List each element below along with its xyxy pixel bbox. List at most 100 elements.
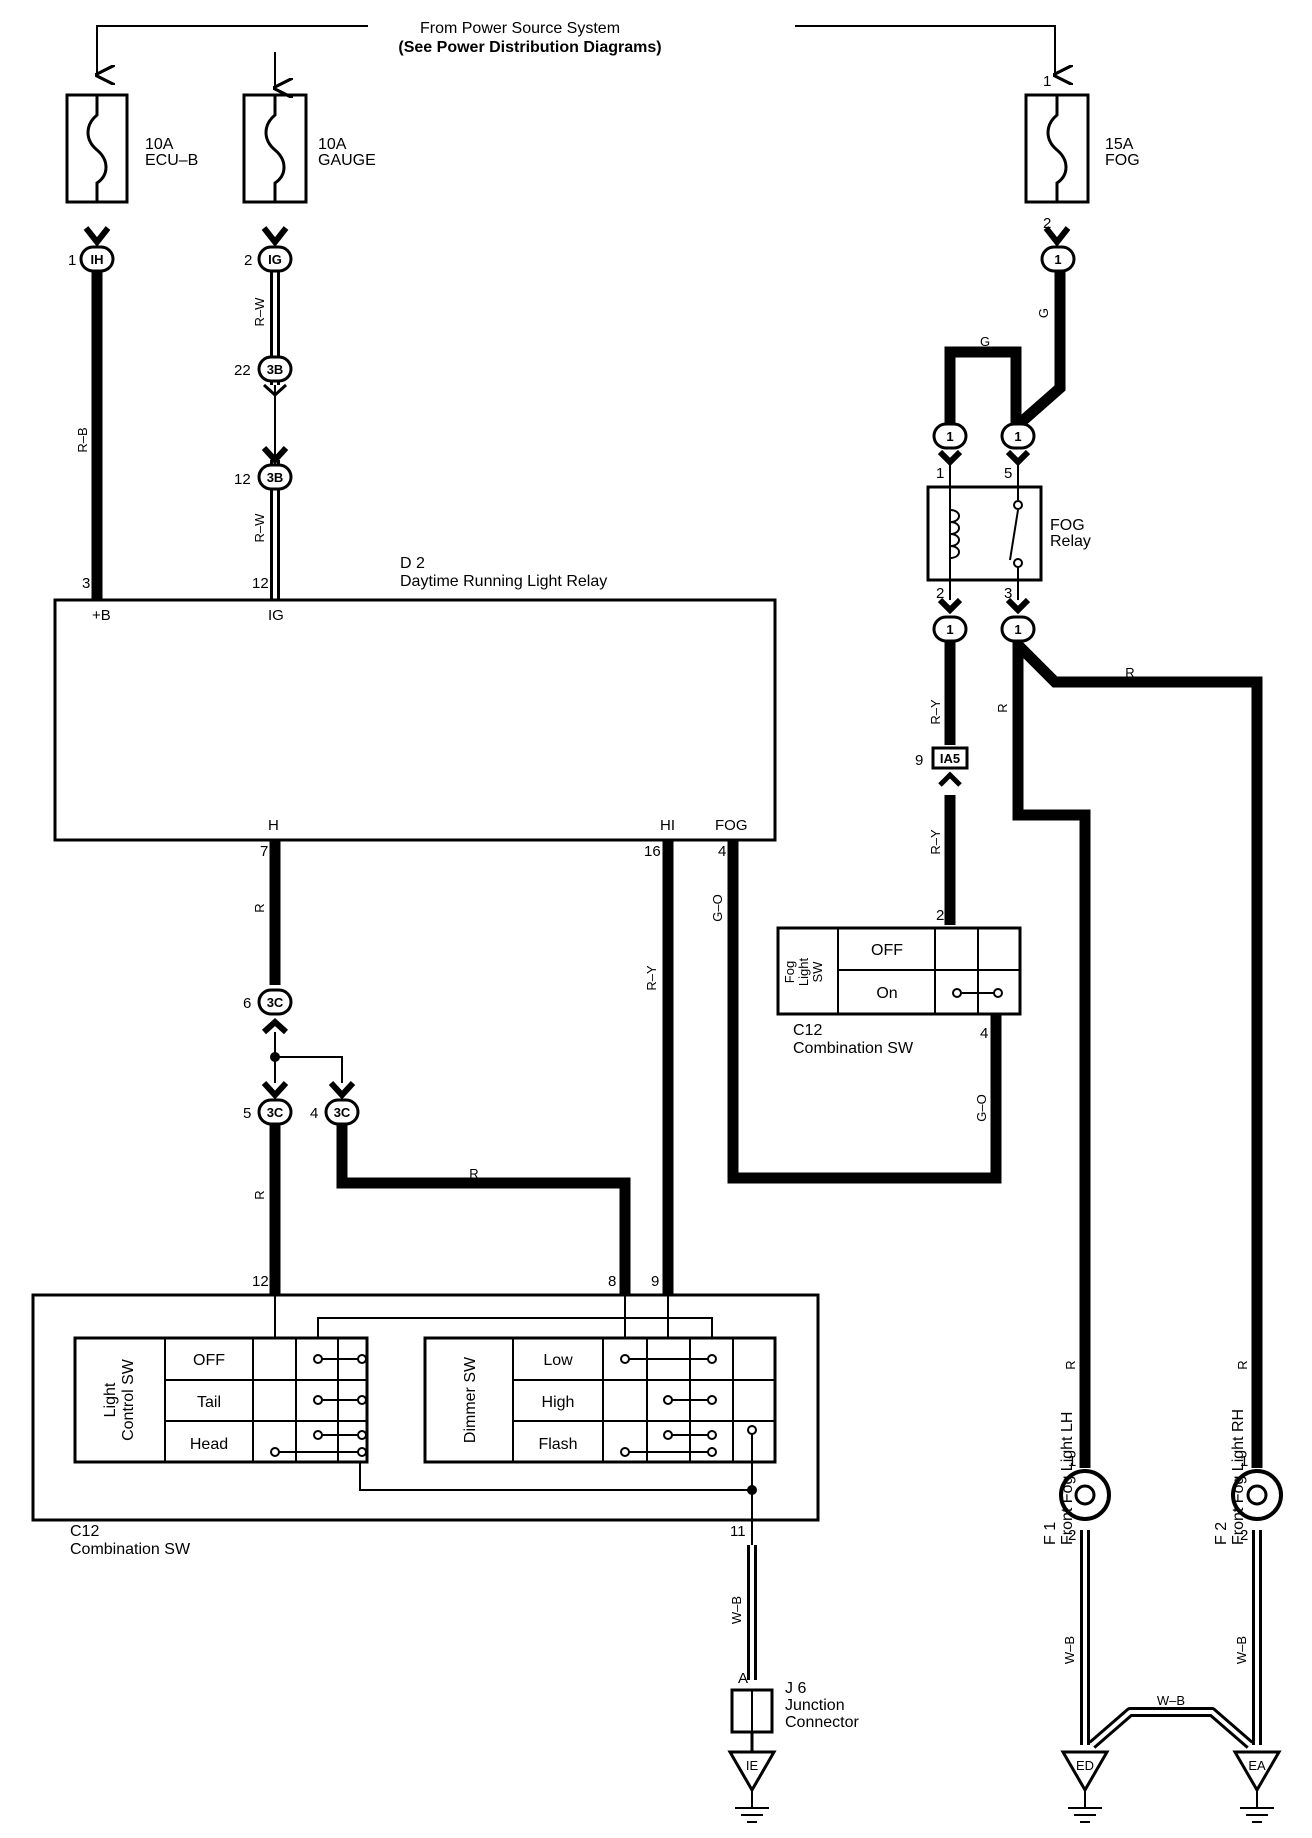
svg-text:A: A — [738, 1670, 748, 1687]
svg-text:1: 1 — [1054, 252, 1061, 267]
svg-text:3B: 3B — [267, 362, 284, 377]
svg-text:4: 4 — [718, 843, 726, 860]
header-line2: (See Power Distribution Diagrams) — [398, 39, 661, 56]
svg-text:Front Fog Light LH: Front Fog Light LH — [1059, 1412, 1076, 1545]
connector-ia5: IA5 9 — [915, 746, 969, 787]
svg-text:1: 1 — [1240, 1453, 1248, 1470]
svg-text:R: R — [252, 1190, 267, 1199]
svg-text:R–Y: R–Y — [928, 829, 943, 855]
svg-text:IE: IE — [746, 1758, 759, 1773]
svg-text:12: 12 — [252, 575, 269, 592]
svg-text:Front Fog Light RH: Front Fog Light RH — [1230, 1409, 1247, 1545]
fog-light-switch: Fog Light SW OFF On 2 4 C12 Combination … — [776, 907, 1022, 1057]
svg-text:8: 8 — [608, 1273, 616, 1290]
svg-text:W–B: W–B — [1157, 1693, 1185, 1708]
dimmer-sw-high: High — [542, 1394, 575, 1411]
svg-text:3C: 3C — [267, 1105, 284, 1120]
svg-text:22: 22 — [234, 362, 251, 379]
fuse-gauge-rating: 10A — [318, 136, 347, 153]
fuse-fog: 15A FOG 1 2 — [1024, 73, 1140, 232]
connector-3c-6: 3C 6 — [243, 988, 293, 1035]
combo-sw-id: C12 — [70, 1523, 99, 1540]
connector-3c-5: 3C 5 — [243, 1080, 293, 1126]
svg-text:6: 6 — [243, 995, 251, 1012]
svg-text:2: 2 — [936, 907, 944, 924]
thin-wire-3b — [268, 385, 282, 460]
d2-daytime-running-light-relay: D 2 Daytime Running Light Relay 3 +B 12 … — [53, 555, 777, 860]
svg-text:G–O: G–O — [974, 1094, 989, 1121]
splice-3c — [270, 1032, 343, 1083]
svg-text:IG: IG — [268, 607, 284, 624]
connector-3c-4: 3C 4 — [310, 1080, 360, 1126]
j6-junction-connector: A J 6 Junction Connector — [730, 1670, 859, 1752]
svg-text:12: 12 — [252, 1273, 269, 1290]
svg-text:W–B: W–B — [1234, 1636, 1249, 1664]
svg-text:3: 3 — [82, 575, 90, 592]
power-source-header: From Power Source System (See Power Dist… — [398, 20, 661, 56]
svg-text:1: 1 — [1068, 1453, 1076, 1470]
svg-text:2: 2 — [1068, 1527, 1076, 1544]
svg-text:2: 2 — [244, 252, 252, 269]
connector-relay-in-1: 1 — [932, 422, 968, 467]
svg-text:R: R — [995, 703, 1010, 712]
connector-ih: IH 1 — [68, 226, 115, 273]
fuse-gauge: 10A GAUGE — [242, 93, 376, 204]
combination-switch: Light Control SW OFF Tail Head Dimmer SW… — [31, 1273, 820, 1558]
svg-text:SW: SW — [810, 961, 825, 983]
svg-text:5: 5 — [243, 1105, 251, 1122]
fuse-fog-pin2: 2 — [1043, 215, 1051, 232]
ground-ie: IE — [727, 1750, 777, 1823]
svg-text:R–Y: R–Y — [644, 965, 659, 991]
svg-text:R: R — [1235, 1360, 1250, 1369]
svg-text:IA5: IA5 — [940, 751, 960, 766]
thick-wires — [91, 272, 1263, 1468]
svg-text:9: 9 — [915, 752, 923, 769]
svg-text:G: G — [980, 334, 990, 349]
svg-text:1: 1 — [946, 429, 953, 444]
svg-text:5: 5 — [1004, 465, 1012, 482]
fuse-gauge-name: GAUGE — [318, 152, 376, 169]
svg-text:2: 2 — [936, 585, 944, 602]
svg-text:11: 11 — [730, 1523, 746, 1540]
svg-text:3C: 3C — [267, 995, 284, 1010]
double-wires-wb — [747, 1530, 1262, 1749]
combo-sw-name: Combination SW — [70, 1541, 191, 1558]
svg-text:ED: ED — [1076, 1758, 1094, 1773]
svg-text:EA: EA — [1248, 1758, 1266, 1773]
svg-text:IH: IH — [91, 252, 104, 267]
svg-text:J 6: J 6 — [785, 1680, 806, 1697]
svg-text:3: 3 — [1004, 585, 1012, 602]
connector-fog-fuse-out: 1 — [1040, 226, 1076, 273]
front-fog-light-lh: 1 2 F 1 Front Fog Light LH — [1042, 1412, 1111, 1545]
svg-text:Light: Light — [796, 958, 811, 987]
svg-text:Fog: Fog — [782, 961, 797, 983]
svg-text:G: G — [1036, 308, 1051, 318]
svg-text:G–O: G–O — [710, 894, 725, 921]
connector-ig: IG 2 — [244, 226, 293, 273]
svg-text:HI: HI — [660, 817, 675, 834]
svg-text:3B: 3B — [267, 470, 284, 485]
svg-text:W–B: W–B — [1062, 1636, 1077, 1664]
svg-text:R–W: R–W — [252, 513, 267, 543]
svg-text:16: 16 — [644, 843, 661, 860]
dimmer-sw-title: Dimmer SW — [462, 1356, 479, 1443]
dimmer-sw-low: Low — [543, 1352, 573, 1369]
fuse-fog-pin1: 1 — [1043, 73, 1051, 90]
connector-3b-22: 3B 22 — [234, 355, 293, 398]
fog-sw-on: On — [876, 985, 897, 1002]
svg-text:9: 9 — [651, 1273, 659, 1290]
fog-sw-name: Combination SW — [793, 1040, 914, 1057]
wire-color-labels: R–B R–W R–W R R R R–Y G–O G–O G G R–Y R–… — [75, 297, 1250, 1708]
light-sw-tail: Tail — [197, 1394, 221, 1411]
svg-text:F 1: F 1 — [1042, 1522, 1059, 1545]
ground-ea: EA — [1232, 1750, 1282, 1823]
svg-text:W–B: W–B — [729, 1596, 744, 1624]
svg-text:R: R — [1125, 665, 1134, 680]
fuse-fog-rating: 15A — [1105, 136, 1134, 153]
fog-relay: FOG Relay 1 5 2 3 — [926, 462, 1091, 602]
connector-relay-in-5: 1 — [1000, 422, 1036, 467]
fog-sw-id: C12 — [793, 1022, 822, 1039]
fuse-ecu-b-rating: 10A — [145, 136, 174, 153]
connector-3b-12: 3B 12 — [234, 445, 293, 491]
